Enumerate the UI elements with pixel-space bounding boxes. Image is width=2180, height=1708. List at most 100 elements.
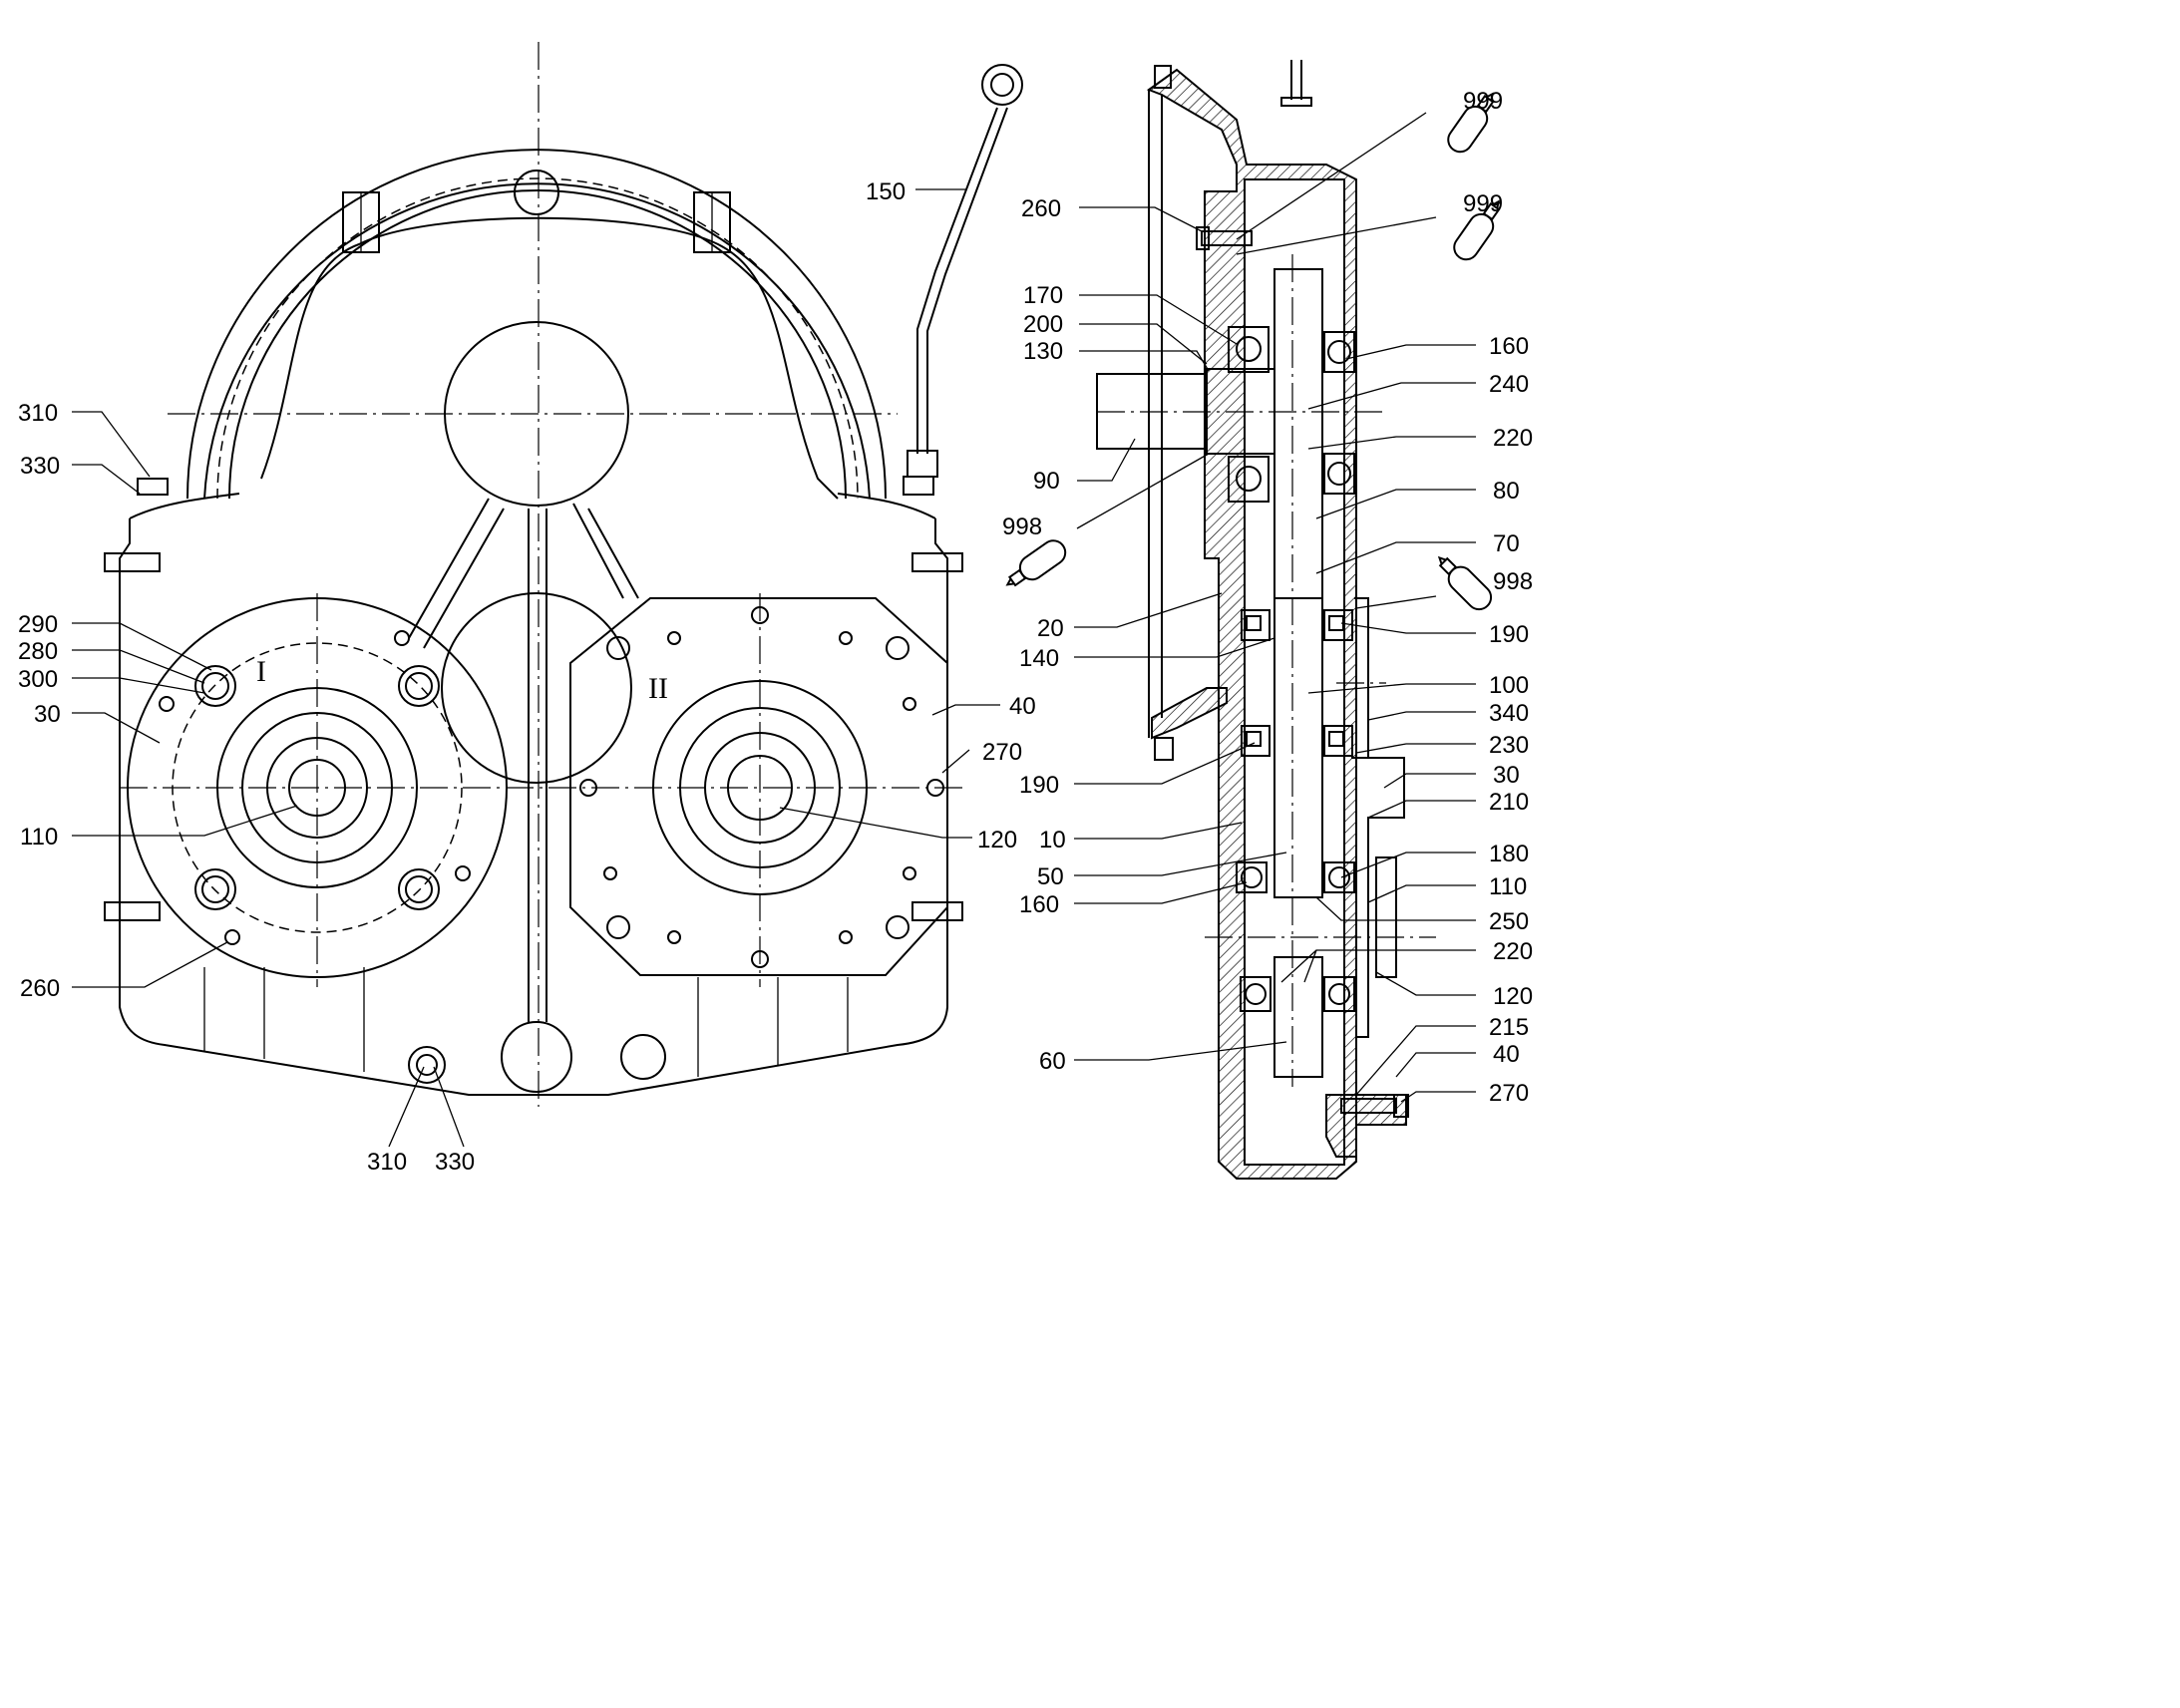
- lifting-eye-hole: [514, 170, 559, 215]
- label-999-top: 999: [1463, 88, 1503, 115]
- right-cover-hub: [1375, 856, 1397, 978]
- cover1-boltcircle: [172, 642, 463, 933]
- gear-arc-pitch: [216, 177, 859, 500]
- label-310-top: 310: [18, 400, 58, 427]
- bottom-hole-right: [620, 1034, 666, 1080]
- dipstick-fitting: [907, 450, 938, 478]
- label-30-front: 30: [34, 701, 61, 728]
- top-bolt-260: [1201, 230, 1253, 246]
- flange-foot-stud: [1154, 737, 1174, 761]
- front-leaders: [72, 188, 1000, 1148]
- cover2-holes: [579, 606, 944, 968]
- label-180: 180: [1489, 841, 1529, 867]
- label-250: 250: [1489, 908, 1529, 935]
- label-998-left: 998: [1002, 513, 1042, 540]
- label-210: 210: [1489, 789, 1529, 816]
- casing-shoulder-left: [129, 493, 240, 519]
- casing-cavity: [1244, 178, 1345, 1166]
- dipstick-nut: [903, 476, 934, 496]
- cover1-ring2: [241, 712, 393, 863]
- cover1-bolts: [194, 665, 440, 910]
- dipstick-rod-2: [926, 107, 1008, 454]
- label-290: 290: [18, 611, 58, 638]
- rib-right-2: [572, 503, 624, 599]
- label-200: 200: [1023, 311, 1063, 338]
- front-view: I II 310 330 290 280 300 30 110 260 310: [18, 42, 1036, 1176]
- cover1-ring3: [266, 737, 368, 839]
- casing-shoulder-right: [837, 493, 936, 519]
- gear-arc-outer: [186, 149, 887, 500]
- label-270-front: 270: [982, 739, 1022, 766]
- rib-left: [408, 498, 490, 639]
- casing-body: [119, 518, 948, 1096]
- label-90: 90: [1033, 468, 1060, 495]
- label-280: 280: [18, 638, 58, 665]
- label-160-right: 160: [1489, 333, 1529, 360]
- label-260-section: 260: [1021, 195, 1061, 222]
- side-bolts: [104, 552, 963, 921]
- cover1-outer: [127, 597, 508, 978]
- casing-hood: [260, 216, 839, 500]
- shaft-2-numeral: II: [648, 672, 668, 705]
- label-190-left: 190: [1019, 772, 1059, 799]
- drain-plug-inner: [416, 1054, 438, 1076]
- bottom-ribs: [203, 967, 849, 1077]
- section-view: 260 170 200 130 90 998 20 140 190 10 50 …: [1002, 60, 1533, 1180]
- dipstick-rod: [916, 107, 998, 454]
- label-40-section: 40: [1493, 1041, 1520, 1068]
- label-270-section: 270: [1489, 1080, 1529, 1107]
- upper-hub: [444, 321, 629, 507]
- label-140: 140: [1019, 645, 1059, 672]
- label-40-front: 40: [1009, 693, 1036, 720]
- gear-arc-inner2: [228, 189, 847, 500]
- right-cover: [1354, 597, 1405, 1038]
- drawing-canvas: I II 310 330 290 280 300 30 110 260 310: [18, 42, 1533, 1180]
- label-310-bottom: 310: [367, 1149, 407, 1176]
- label-215: 215: [1489, 1014, 1529, 1041]
- adhesive-tube-998-left: [1005, 539, 1067, 587]
- shaft-1-numeral: I: [256, 655, 266, 688]
- shaft2-bore: [727, 755, 793, 821]
- label-30-section: 30: [1493, 762, 1520, 789]
- rib-right: [587, 508, 639, 599]
- label-160-left: 160: [1019, 891, 1059, 918]
- label-340: 340: [1489, 700, 1529, 727]
- label-220-top: 220: [1493, 425, 1533, 452]
- label-130: 130: [1023, 338, 1063, 365]
- bearings: [1228, 326, 1355, 1012]
- top-plug-left: [137, 478, 169, 496]
- top-rod-base: [1280, 97, 1312, 107]
- gear-arc-inner1: [203, 182, 871, 500]
- label-110-section: 110: [1489, 873, 1527, 900]
- label-50: 50: [1037, 863, 1064, 890]
- cover1-small-bolts: [159, 630, 471, 945]
- bottom-bolt-head-270: [1393, 1094, 1409, 1118]
- label-260-front: 260: [20, 975, 60, 1002]
- bottom-flange-hatched: [1325, 1094, 1407, 1158]
- top-bolt-head-260: [1196, 226, 1210, 250]
- shaft1-bore: [288, 759, 346, 817]
- label-100: 100: [1489, 672, 1529, 699]
- label-70: 70: [1493, 530, 1520, 557]
- middle-hub: [441, 592, 632, 784]
- bottom-bolt-215: [1340, 1098, 1397, 1114]
- label-120-section: 120: [1493, 983, 1533, 1010]
- section-leaders: [1074, 112, 1476, 1103]
- adhesive-tube-999-top: [1447, 92, 1495, 154]
- label-330-top: 330: [20, 453, 60, 480]
- shaft-70-100: [1273, 597, 1323, 898]
- label-330-bottom: 330: [435, 1149, 475, 1176]
- label-220-bottom: 220: [1493, 938, 1533, 965]
- rib-left-2: [423, 508, 505, 649]
- label-10: 10: [1039, 827, 1066, 854]
- label-80: 80: [1493, 478, 1520, 505]
- label-240: 240: [1489, 371, 1529, 398]
- adhesive-tube-999-mid: [1453, 199, 1501, 261]
- label-230: 230: [1489, 732, 1529, 759]
- gearbox-drawing: I II 310 330 290 280 300 30 110 260 310: [18, 42, 1533, 1180]
- top-screw: [1154, 65, 1172, 89]
- bottom-drain-hub: [501, 1021, 572, 1093]
- flange-foot-hatched: [1151, 687, 1228, 740]
- label-170: 170: [1023, 282, 1063, 309]
- label-300: 300: [18, 666, 58, 693]
